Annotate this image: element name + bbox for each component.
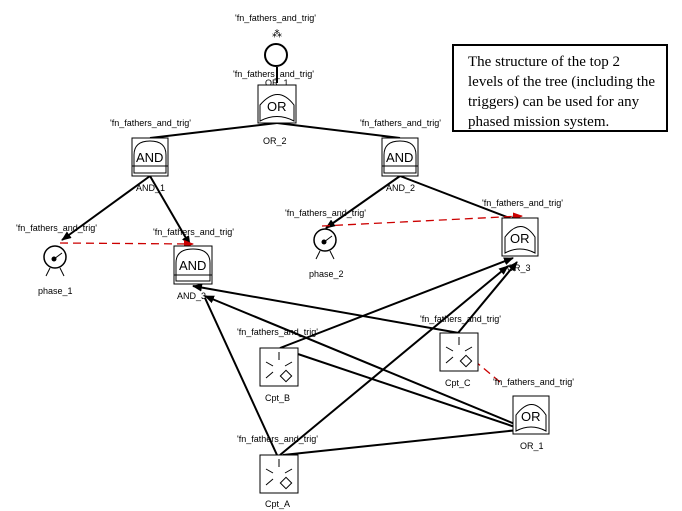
- and2-gate-text: AND: [386, 150, 413, 165]
- connector-cpta-or1: [282, 429, 519, 456]
- phase2-tag: 'fn_fathers_and_trig': [285, 208, 366, 218]
- and1-label: AND_1: [136, 183, 165, 193]
- and1-gate-text: AND: [136, 150, 163, 165]
- cptc-label: Cpt_C: [445, 378, 471, 388]
- or1-gate-text: OR: [521, 409, 541, 424]
- phase2-label: phase_2: [309, 269, 344, 279]
- connector-cptb-or3: [279, 257, 514, 349]
- cpta-tag: 'fn_fathers_and_trig': [237, 434, 318, 444]
- annotation-note: The structure of the top 2 levels of the…: [452, 44, 668, 132]
- cptb-tag: 'fn_fathers_and_trig': [237, 327, 318, 337]
- or1-tag: 'fn_fathers_and_trig': [493, 377, 574, 387]
- top-event-trigger-icon: ⁂: [272, 29, 282, 40]
- tree-connectors: [61, 67, 528, 456]
- component-cpt-a[interactable]: 'fn_fathers_and_trig' Cpt_A: [237, 434, 318, 509]
- connector-or2-and1: [149, 122, 278, 139]
- phase1-clock-hand: [53, 252, 63, 260]
- trigger-phase2-or3: [321, 212, 523, 227]
- event-phase-1[interactable]: 'fn_fathers_and_trig' phase_1: [16, 223, 97, 296]
- or1-label: OR_1: [520, 441, 544, 451]
- gate-or-2[interactable]: 'fn_fathers_and_trig' OR_1 OR OR_2: [233, 69, 314, 146]
- or3-gate-text: OR: [510, 231, 530, 246]
- gate-and-2[interactable]: 'fn_fathers_and_trig' AND AND_2: [360, 118, 441, 193]
- connector-and1-and3: [149, 175, 191, 246]
- connector-and2-or3: [399, 175, 521, 223]
- phase2-leg-left: [315, 250, 321, 260]
- or2-tag: 'fn_fathers_and_trig': [233, 69, 314, 79]
- or3-label: OR_3: [507, 263, 531, 273]
- connector-cpta-and3: [204, 297, 278, 456]
- phase1-leg-right: [59, 267, 65, 277]
- phase1-label: phase_1: [38, 286, 73, 296]
- and2-tag: 'fn_fathers_and_trig': [360, 118, 441, 128]
- or2-top-label: OR_1: [265, 78, 289, 88]
- connector-cptc-and3: [192, 283, 460, 334]
- and-gate-icon: [383, 140, 417, 174]
- connector-and2-phase2: [325, 175, 401, 229]
- top-event[interactable]: 'fn_fathers_and_trig' ⁂: [235, 13, 316, 67]
- and-gate-icon: [133, 140, 167, 174]
- cptb-label: Cpt_B: [265, 393, 290, 403]
- and-gate-icon: [175, 248, 211, 282]
- phase2-leg-right: [329, 250, 335, 260]
- connector-or1-and3: [204, 295, 528, 430]
- component-cpt-c[interactable]: 'fn_fathers_and_trig' Cpt_C: [420, 314, 501, 388]
- cptc-tag: 'fn_fathers_and_trig': [420, 314, 501, 324]
- and1-tag: 'fn_fathers_and_trig': [110, 118, 191, 128]
- and2-label: AND_2: [386, 183, 415, 193]
- top-event-circle-icon: [264, 43, 288, 67]
- and3-gate-text: AND: [179, 258, 206, 273]
- cpta-label: Cpt_A: [265, 499, 290, 509]
- component-burst-icon: [265, 459, 293, 490]
- phase1-leg-left: [45, 267, 51, 277]
- or2-label: OR_2: [263, 136, 287, 146]
- gate-and-1[interactable]: 'fn_fathers_and_trig' AND AND_1: [110, 118, 191, 193]
- trigger-phase1-and3: [59, 239, 194, 248]
- gate-or-1[interactable]: 'fn_fathers_and_trig' OR OR_1: [493, 377, 574, 451]
- top-event-tag: 'fn_fathers_and_trig': [235, 13, 316, 23]
- or-gate-icon: [504, 226, 536, 254]
- connector-and1-phase1: [61, 175, 151, 241]
- event-phase-2[interactable]: 'fn_fathers_and_trig' phase_2: [285, 208, 366, 279]
- connector-cpta-or3: [279, 265, 509, 456]
- component-burst-icon: [265, 352, 293, 383]
- phase1-tag: 'fn_fathers_and_trig': [16, 223, 97, 233]
- gate-and-3[interactable]: 'fn_fathers_and_trig' AND AND_3: [153, 227, 234, 301]
- and3-label: AND_3: [177, 291, 206, 301]
- gate-or-3[interactable]: 'fn_fathers_and_trig' OR OR_3: [482, 198, 563, 273]
- connector-or2-and2: [276, 122, 401, 139]
- or3-tag: 'fn_fathers_and_trig': [482, 198, 563, 208]
- phase2-clock-hand: [323, 235, 333, 243]
- connector-cptb-or1: [279, 347, 519, 429]
- component-burst-icon: [445, 337, 473, 368]
- component-cpt-b[interactable]: 'fn_fathers_and_trig' Cpt_B: [237, 327, 318, 403]
- or2-gate-text: OR: [267, 99, 287, 114]
- and3-tag: 'fn_fathers_and_trig': [153, 227, 234, 237]
- or-gate-icon: [515, 404, 547, 432]
- or-gate-icon: [259, 94, 295, 122]
